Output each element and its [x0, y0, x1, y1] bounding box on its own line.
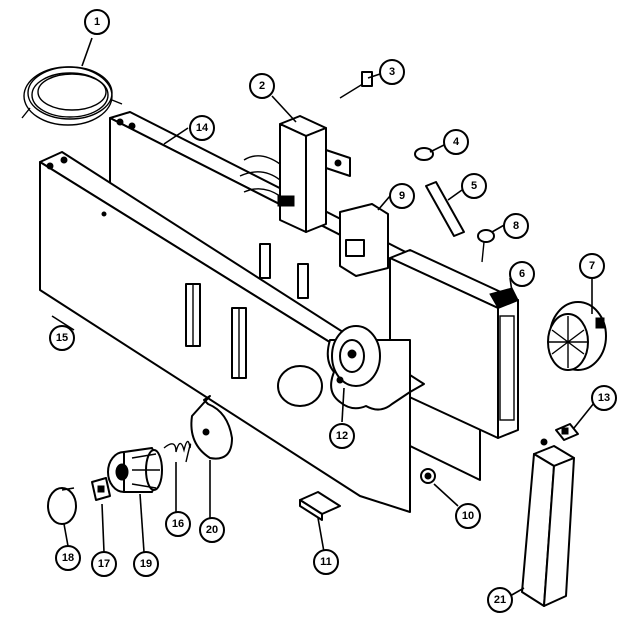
spring [163, 440, 192, 463]
control-knob [107, 447, 163, 493]
callout-14: 14 [189, 115, 215, 141]
svg-text:5: 5 [471, 180, 477, 192]
panel-clip [555, 423, 579, 441]
callout-16: 16 [165, 511, 191, 537]
svg-text:6: 6 [519, 268, 525, 280]
svg-text:12: 12 [336, 430, 348, 442]
callout-20: 20 [199, 517, 225, 543]
callout-15: 15 [49, 325, 75, 351]
callout-7: 7 [579, 253, 605, 279]
front-control-panel [39, 151, 425, 513]
svg-text:8: 8 [513, 220, 519, 232]
callout-13: 13 [591, 385, 617, 411]
callout-6: 6 [509, 261, 535, 287]
svg-text:19: 19 [140, 558, 152, 570]
timer-motor [547, 301, 607, 371]
knob-cap [47, 487, 77, 525]
svg-text:18: 18 [62, 552, 74, 564]
svg-text:13: 13 [598, 392, 610, 404]
callout-19: 19 [133, 551, 159, 577]
svg-text:20: 20 [206, 524, 218, 536]
small-knob [420, 468, 436, 484]
svg-text:4: 4 [453, 136, 460, 148]
control-bracket [239, 115, 351, 233]
svg-text:16: 16 [172, 518, 184, 530]
screw-small [477, 229, 495, 263]
callouts: 1 2 3 4 5 6 7 8 9 10 11 12 13 14 15 16 1… [49, 9, 617, 613]
wire-harness [21, 66, 123, 126]
callout-4: 4 [443, 129, 469, 155]
callout-1: 1 [84, 9, 110, 35]
callout-21: 21 [487, 587, 513, 613]
callout-8: 8 [503, 213, 529, 239]
svg-text:9: 9 [399, 190, 405, 202]
callout-18: 18 [55, 545, 81, 571]
pin [425, 181, 465, 237]
switch-clip [339, 203, 389, 277]
dial-plate [190, 395, 233, 460]
svg-text:14: 14 [196, 122, 209, 134]
callout-2: 2 [249, 73, 275, 99]
retaining-ring [414, 147, 434, 161]
callout-9: 9 [389, 183, 415, 209]
svg-text:21: 21 [494, 594, 506, 606]
callout-17: 17 [91, 551, 117, 577]
callout-11: 11 [313, 549, 339, 575]
button-pad [299, 491, 341, 521]
svg-text:1: 1 [94, 16, 100, 28]
svg-text:11: 11 [320, 556, 332, 568]
leader-lines [51, 37, 599, 597]
timer-module [389, 249, 519, 439]
screw [339, 71, 373, 99]
callout-10: 10 [455, 503, 481, 529]
selector-dial [331, 325, 381, 387]
callout-12: 12 [329, 423, 355, 449]
svg-text:2: 2 [259, 80, 265, 92]
callout-5: 5 [461, 173, 487, 199]
indicator-tab [91, 477, 111, 501]
svg-text:17: 17 [98, 558, 110, 570]
callout-3: 3 [379, 59, 405, 85]
svg-text:3: 3 [389, 66, 395, 78]
svg-text:7: 7 [589, 260, 595, 272]
end-cap [521, 438, 575, 607]
svg-text:10: 10 [462, 510, 474, 522]
svg-text:15: 15 [56, 332, 68, 344]
